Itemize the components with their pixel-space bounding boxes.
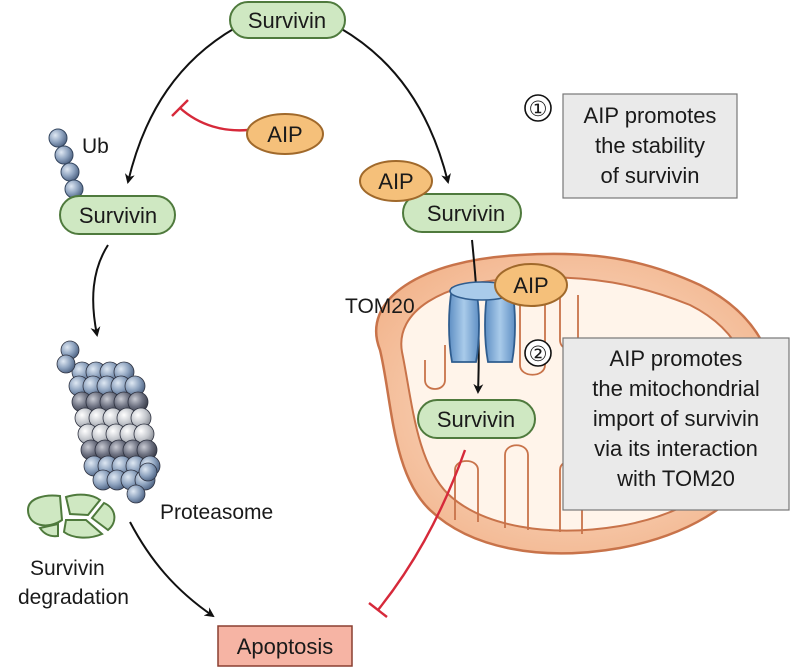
proteasome [56,340,161,504]
aip-mito-label: AIP [513,273,548,298]
survivin-mitochondrial: Survivin [417,399,536,439]
survivin-mito-label: Survivin [437,407,515,432]
note-2-line-1: AIP promotes [610,346,743,371]
note-2-line-3: import of survivin [593,406,759,431]
proteasome-subunit [138,462,158,482]
aip-complex-label: AIP [378,169,413,194]
note-2-line-5: with TOM20 [616,466,735,491]
note-1-number: ① [529,98,548,121]
proteasome-subunit [56,354,76,374]
note-1-line-1: AIP promotes [584,103,717,128]
apoptosis-label: Apoptosis [237,634,334,659]
survivin-complex-label: Survivin [427,201,505,226]
ubiquitin-chain: Ub [48,128,109,199]
aip-mitochondrial: AIP [494,263,568,307]
aip-inhibitor-label: AIP [267,122,302,147]
inhibition-aip-ubiquitination [171,99,249,132]
proteasome-subunit [126,484,146,504]
aip-survivin-complex: Survivin AIP [359,160,522,233]
note-1-line-2: the stability [595,133,705,158]
note-2-line-2: the mitochondrial [592,376,760,401]
apoptosis-box: Apoptosis [217,625,353,667]
arrow-degradation-to-apoptosis [129,521,215,618]
survivin-fragments [26,493,116,539]
aip-inhibitor: AIP [246,113,324,155]
arrow-ub-survivin-to-proteasome [90,244,109,337]
arrows [90,27,484,618]
proteasome-label: Proteasome [160,501,273,524]
note-1-line-3: of survivin [600,163,699,188]
note-2: ② AIP promotes the mitochondrial import … [524,337,790,511]
arrow-survivin-to-aip-complex [339,27,451,184]
degradation-label-line2: degradation [18,586,129,609]
tom20-label: TOM20 [345,295,415,318]
survivin-ubiquitinated: Survivin [59,195,176,235]
arrow-survivin-to-ubiquitination [124,27,236,184]
note-2-line-4: via its interaction [594,436,758,461]
survivin-top: Survivin [229,1,346,39]
degradation-label-line1: Survivin [30,557,105,580]
ub-label: Ub [82,135,109,158]
inhibition-survivin-apoptosis [368,449,467,618]
note-2-number: ② [529,343,548,366]
survivin-top-label: Survivin [248,8,326,33]
survivin-ubiquitinated-label: Survivin [79,203,157,228]
note-1: ① AIP promotes the stability of survivin [524,93,738,199]
